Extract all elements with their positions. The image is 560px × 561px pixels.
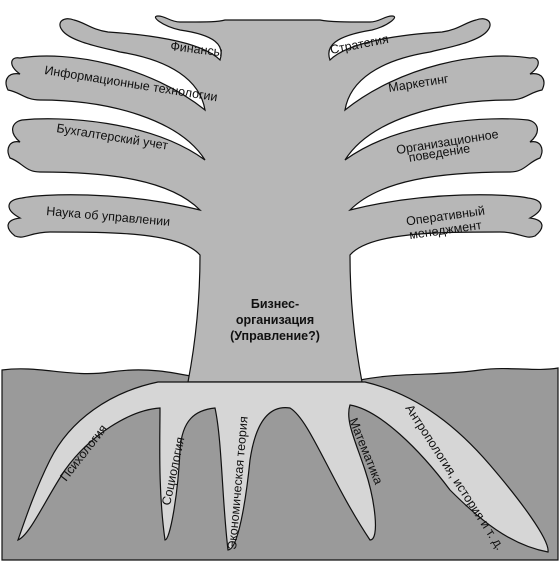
root-system xyxy=(16,381,549,553)
tree-trunk xyxy=(5,15,545,383)
branch-label-finance: Финансы xyxy=(170,39,224,59)
trunk-label-line2: организация xyxy=(236,313,314,327)
trunk-label-line1: Бизнес- xyxy=(251,297,299,311)
trunk-label-line3: (Управление?) xyxy=(230,329,320,343)
